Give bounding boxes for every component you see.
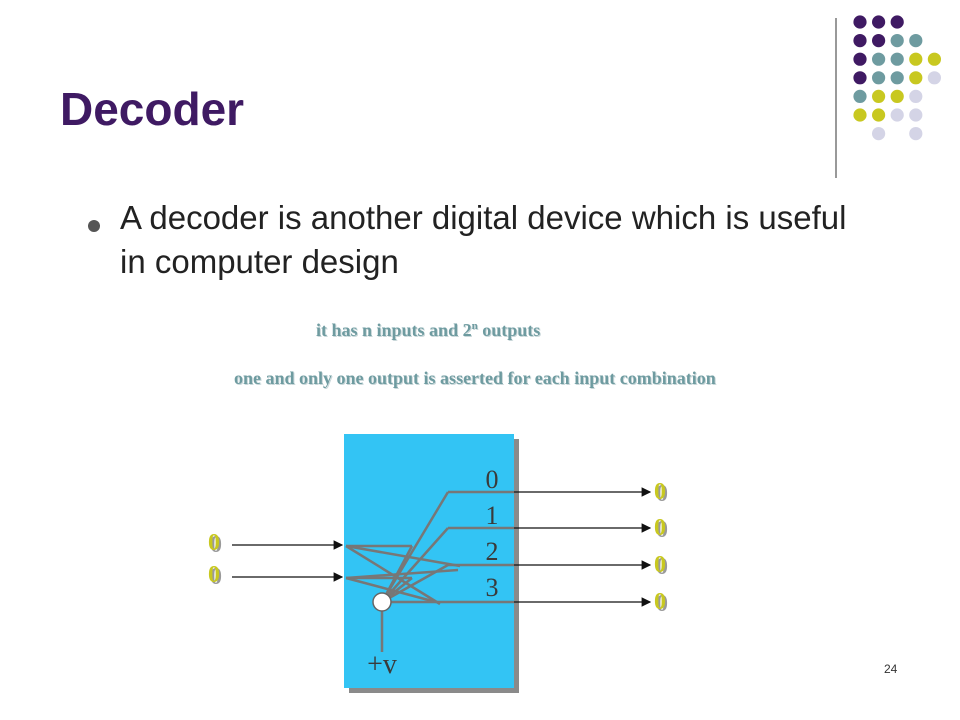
decor-dot	[872, 71, 886, 85]
decor-dot	[872, 52, 886, 66]
note-inputs-outputs-text: it has n inputs and 2	[316, 320, 472, 340]
decor-dot	[890, 15, 904, 29]
input-bit-2-shadow: 0	[210, 564, 222, 590]
note-inputs-outputs-suffix: outputs	[477, 320, 541, 340]
decor-dot	[909, 89, 923, 103]
decor-dot	[853, 15, 867, 29]
decor-dot	[853, 108, 867, 122]
decor-dot	[853, 34, 867, 48]
input-bit-1-shadow: 0	[210, 532, 222, 558]
input-bit-1: 0	[208, 530, 220, 556]
decor-dot	[927, 71, 942, 85]
slide-title: Decoder	[60, 83, 245, 135]
decor-dot	[872, 127, 886, 141]
supply-label: +v	[367, 649, 397, 680]
decor-dot	[890, 89, 904, 103]
decor-dot	[872, 89, 886, 103]
decor-dot	[909, 34, 923, 48]
note-one-output: one and only one output is asserted for …	[234, 368, 716, 388]
page-number: 24	[884, 662, 898, 676]
decor-dot	[909, 108, 923, 122]
decor-dot	[927, 52, 942, 66]
decor-dot	[890, 52, 904, 66]
supply-node	[372, 592, 392, 612]
output-bit-3-shadow: 0	[656, 591, 668, 617]
bullet-text: A decoder is another digital device whic…	[120, 199, 847, 280]
note-inputs-outputs: it has n inputs and 2n outputs	[316, 320, 540, 341]
internal-wiring	[345, 490, 514, 606]
input-bits: 0 0 0 0	[208, 530, 222, 590]
output-bit-3: 0	[654, 589, 666, 615]
output-bits: 0 0 0 0 0 0 0 0	[654, 479, 668, 617]
decor-dot	[890, 34, 904, 48]
decor-dot	[909, 127, 923, 141]
output-label-3: 3	[486, 573, 499, 602]
output-label-1: 1	[486, 501, 499, 530]
output-label-0: 0	[486, 465, 499, 494]
decor-dot	[872, 108, 886, 122]
output-bit-0: 0	[654, 479, 666, 505]
output-bit-0-shadow: 0	[656, 481, 668, 507]
decor-dot	[909, 71, 923, 85]
decor-dot	[872, 15, 886, 29]
output-bit-1: 0	[654, 515, 666, 541]
note-superscript: n	[471, 320, 478, 332]
decor-dot	[853, 89, 867, 103]
output-bit-2-shadow: 0	[656, 554, 668, 580]
bullet-dot	[88, 220, 100, 232]
decor-dot	[872, 34, 886, 48]
output-bit-2: 0	[654, 552, 666, 578]
output-bit-1-shadow: 0	[656, 517, 668, 543]
input-bit-2: 0	[208, 562, 220, 588]
decor-dot	[853, 52, 867, 66]
decor-dot	[890, 108, 904, 122]
decor-dot	[853, 71, 867, 85]
decor-dot	[890, 71, 904, 85]
output-label-2: 2	[486, 537, 499, 566]
decor-dot	[909, 52, 923, 66]
